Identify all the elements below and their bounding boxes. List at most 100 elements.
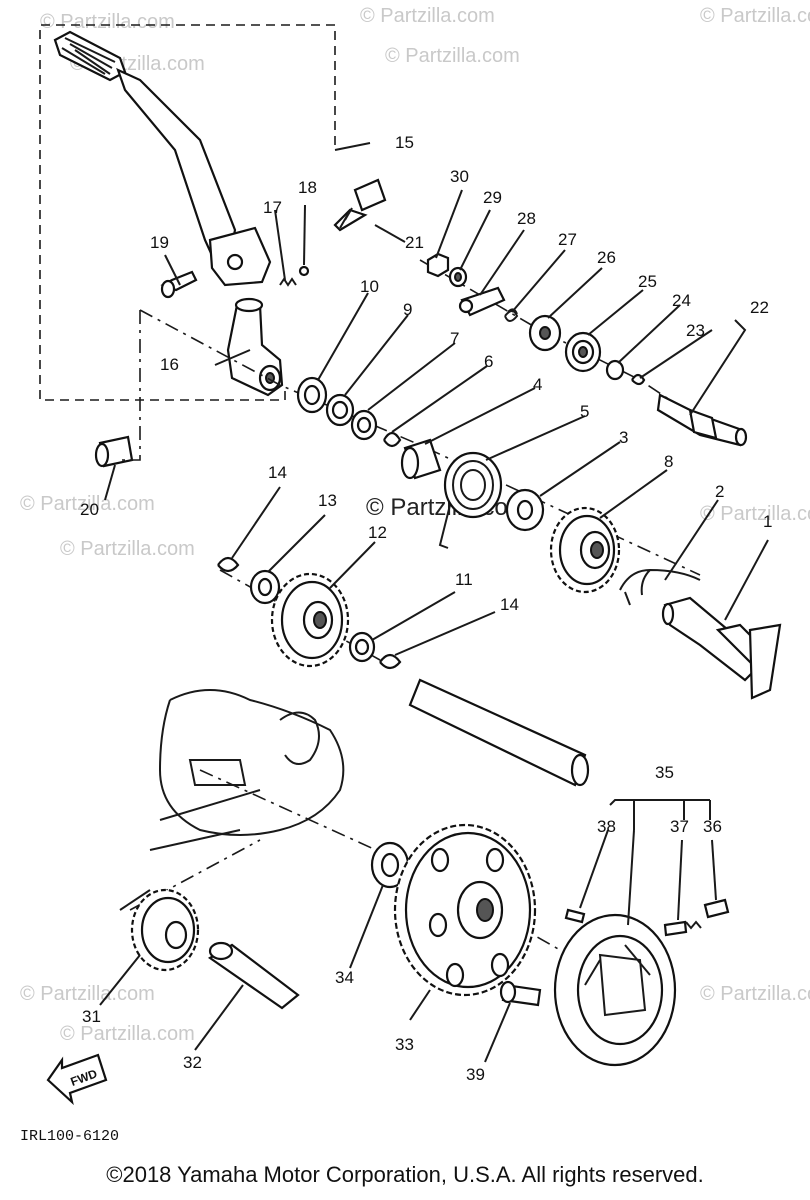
label-29: 29 xyxy=(483,188,502,207)
pin-32 xyxy=(207,941,300,1010)
clip-14-left xyxy=(217,556,240,573)
torsion-spring-5 xyxy=(438,451,503,549)
watermark-bottom-right: © Partzilla.com xyxy=(700,983,810,1005)
watermark-mid-left: © Partzilla.com xyxy=(20,493,155,515)
bearing-25 xyxy=(564,331,602,373)
label-37: 37 xyxy=(670,817,689,836)
plate-26 xyxy=(528,314,562,352)
diagram-code: IRL100-6120 xyxy=(20,1128,119,1145)
label-13: 13 xyxy=(318,491,337,510)
axis-line-bottom-left xyxy=(129,839,261,911)
label-9: 9 xyxy=(403,300,412,319)
watermark-bottom-left-2: © Partzilla.com xyxy=(60,1023,195,1045)
label-3: 3 xyxy=(619,428,628,447)
washer-13 xyxy=(249,569,281,605)
label-39: 39 xyxy=(466,1065,485,1084)
label-10: 10 xyxy=(360,277,379,296)
spring-37 xyxy=(663,920,702,937)
kick-boss xyxy=(226,297,284,397)
watermarks: © Partzilla.com © Partzilla.com © Partzi… xyxy=(20,5,810,1045)
label-7: 7 xyxy=(450,329,459,348)
washer-34 xyxy=(370,841,410,889)
label-21: 21 xyxy=(405,233,424,252)
label-27: 27 xyxy=(558,230,577,249)
label-33: 33 xyxy=(395,1035,414,1054)
roller-38 xyxy=(564,908,586,924)
label-5: 5 xyxy=(580,402,589,421)
watermark-top-left: © Partzilla.com xyxy=(40,11,175,33)
label-28: 28 xyxy=(517,209,536,228)
label-12: 12 xyxy=(368,523,387,542)
bolt-39 xyxy=(499,980,542,1007)
clip-14-right xyxy=(379,653,402,670)
label-8: 8 xyxy=(664,452,673,471)
watermark-bottom-left: © Partzilla.com xyxy=(20,983,155,1005)
watermark-top-center: © Partzilla.com xyxy=(360,5,495,27)
gear-31 xyxy=(130,888,200,972)
label-1: 1 xyxy=(763,512,772,531)
label-11: 11 xyxy=(455,570,473,589)
label-20: 20 xyxy=(80,500,99,519)
kick-crank-lever xyxy=(53,30,272,287)
gear-33 xyxy=(393,823,537,997)
bolt-19 xyxy=(160,270,198,299)
label-34: 34 xyxy=(335,968,354,987)
label-36: 36 xyxy=(703,817,722,836)
part-labels: 15 16 17 18 19 20 21 30 29 28 27 26 25 2… xyxy=(80,133,772,1084)
washer-24 xyxy=(605,359,625,381)
gear-8 xyxy=(549,506,621,594)
watermark-mid-right: © Partzilla.com xyxy=(700,503,810,525)
label-38: 38 xyxy=(597,817,616,836)
label-25: 25 xyxy=(638,272,657,291)
label-24: 24 xyxy=(672,291,691,310)
watermark-top-center-2: © Partzilla.com xyxy=(385,45,520,67)
clutch-35 xyxy=(553,913,677,1067)
bolt-21 xyxy=(333,178,387,232)
washer-9 xyxy=(325,393,355,427)
label-4: 4 xyxy=(533,375,542,394)
spring-17 xyxy=(279,277,297,287)
kick-shaft-1 xyxy=(661,596,782,700)
label-17: 17 xyxy=(263,198,282,217)
assembly-box-15 xyxy=(39,24,336,401)
leader-lines xyxy=(99,142,769,1063)
plate-3 xyxy=(505,488,545,532)
label-31: 31 xyxy=(82,1007,101,1026)
ball-18 xyxy=(298,265,310,277)
gear-12 xyxy=(270,572,350,668)
nut-30 xyxy=(426,252,450,278)
label-14-top: 14 xyxy=(268,463,287,482)
lever-28 xyxy=(458,286,506,317)
cap-20 xyxy=(94,435,134,468)
label-6: 6 xyxy=(484,352,493,371)
cap-36 xyxy=(703,898,730,919)
label-30: 30 xyxy=(450,167,469,186)
fwd-arrow: FWD xyxy=(46,1053,108,1106)
copyright-notice: ©2018 Yamaha Motor Corporation, U.S.A. A… xyxy=(106,1162,704,1187)
shaft-rod xyxy=(408,678,590,787)
washer-11 xyxy=(348,631,376,663)
label-18: 18 xyxy=(298,178,317,197)
label-15: 15 xyxy=(395,133,414,152)
clip-6 xyxy=(383,431,402,448)
label-23: 23 xyxy=(686,321,705,340)
axis-line-kick xyxy=(120,310,141,461)
washer-29 xyxy=(448,266,468,288)
shaft-22 xyxy=(656,393,748,447)
washer-7 xyxy=(350,409,378,441)
washer-10 xyxy=(296,376,328,414)
label-19: 19 xyxy=(150,233,169,252)
crankcase-sketch xyxy=(149,689,345,851)
label-14-bottom: 14 xyxy=(500,595,519,614)
label-2: 2 xyxy=(715,482,724,501)
label-26: 26 xyxy=(597,248,616,267)
label-35: 35 xyxy=(655,763,674,782)
spring-clip-2 xyxy=(619,568,701,606)
label-32: 32 xyxy=(183,1053,202,1072)
watermark-top-right: © Partzilla.com xyxy=(700,5,810,27)
watermark-mid-left-2: © Partzilla.com xyxy=(60,538,195,560)
label-22: 22 xyxy=(750,298,769,317)
collar-4 xyxy=(400,438,442,480)
label-16: 16 xyxy=(160,355,179,374)
